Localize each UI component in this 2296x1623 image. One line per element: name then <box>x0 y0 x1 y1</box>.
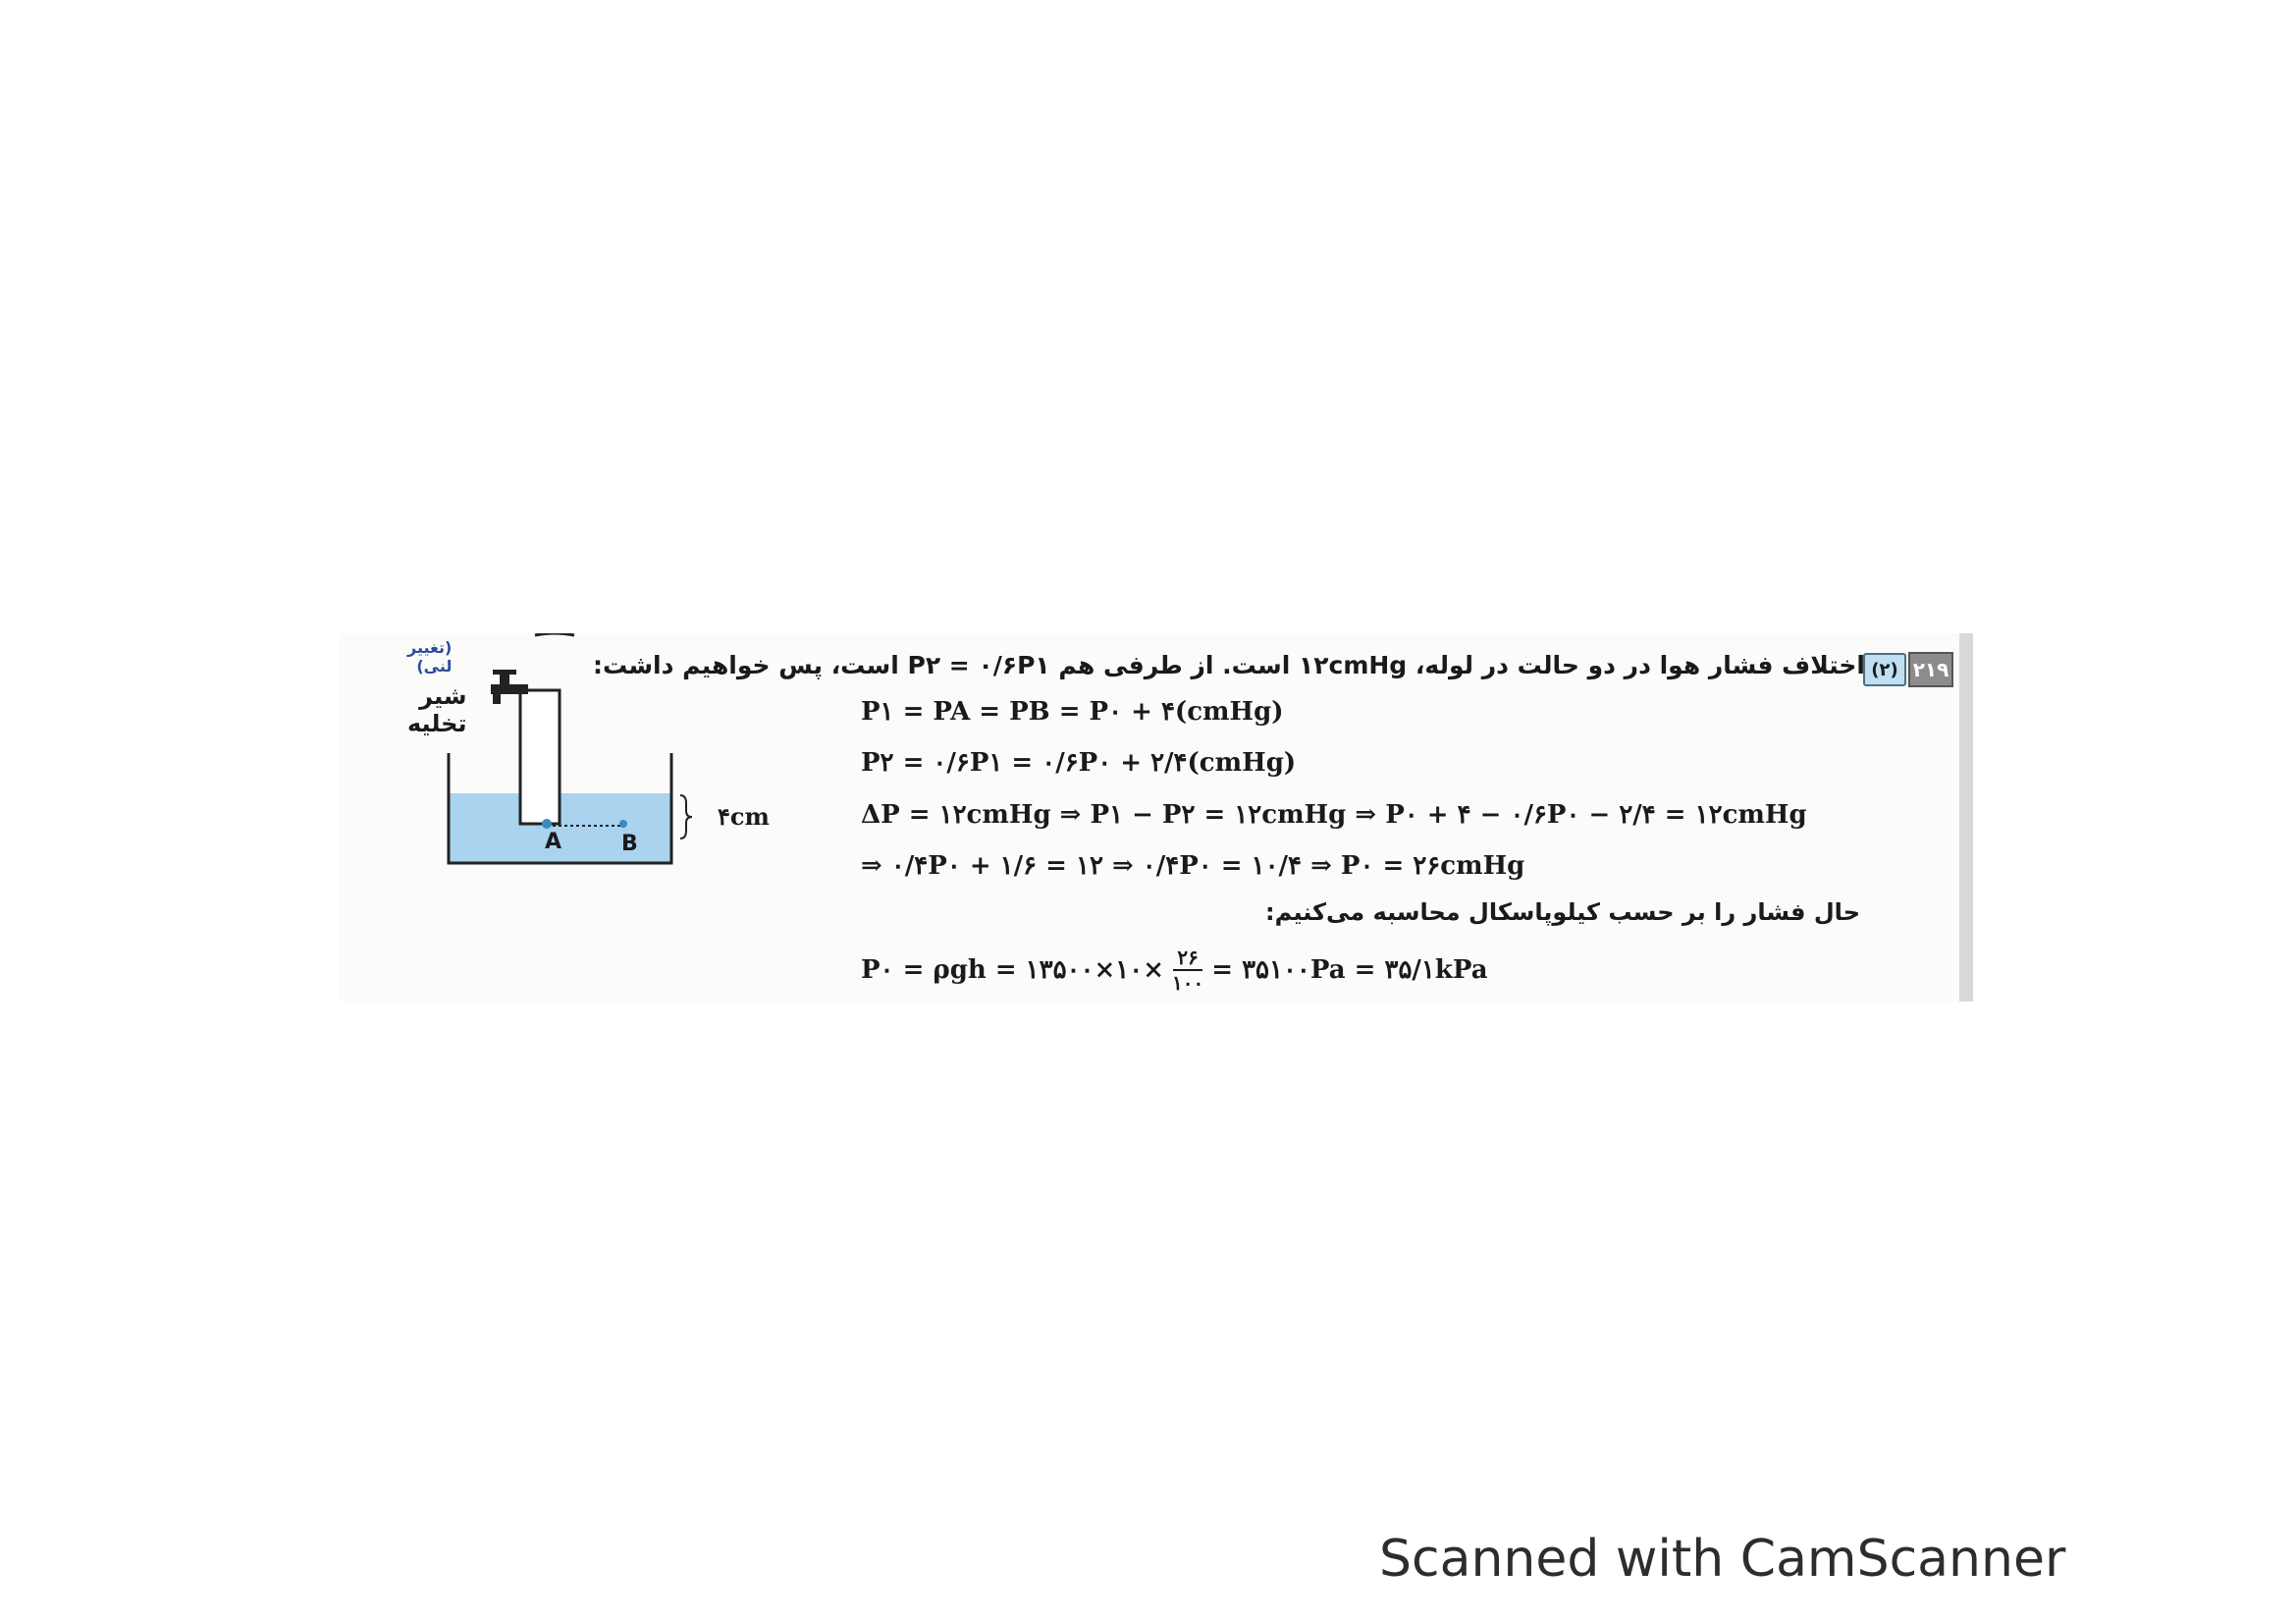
scanned-page-strip: (تغییر لنی) شیر تخلیه ۴cm A B ۲۱ <box>339 633 1973 1001</box>
fraction: ۲۶ ۱۰۰ <box>1168 946 1207 995</box>
page-edge <box>1959 633 1973 1001</box>
faucet-label: شیر تخلیه <box>407 682 467 737</box>
point-b-label: B <box>621 832 638 856</box>
faucet-stem <box>500 673 509 686</box>
height-label: ۴cm <box>718 802 770 831</box>
answer-badge: (۲) <box>1863 653 1906 686</box>
fraction-numerator: ۲۶ <box>1173 946 1202 971</box>
point-a-label: A <box>545 830 562 854</box>
equation-3: ΔP = ۱۲cmHg ⇒ P۱ − P۲ = ۱۲cmHg ⇒ P۰ + ۴ … <box>861 800 1807 830</box>
faucet-handle <box>493 670 516 675</box>
container-walls <box>447 753 673 865</box>
height-brace <box>679 794 693 839</box>
arc-mark <box>534 633 575 637</box>
tube <box>518 688 561 826</box>
scanner-watermark: Scanned with CamScanner <box>1379 1530 2066 1589</box>
problem-intro: اختلاف فشار هوا در دو حالت در لوله، ۱۲cm… <box>593 651 1865 679</box>
faucet-spout <box>493 694 501 704</box>
point-b-dot <box>619 820 627 828</box>
final-right: = ۳۵۱۰۰Pa = ۳۵/۱kPa <box>1211 955 1488 985</box>
point-a-dot <box>542 819 552 829</box>
faucet-body <box>491 684 528 694</box>
final-equation: P۰ = ρgh = ۱۳۵۰۰×۱۰× ۲۶ ۱۰۰ = ۳۵۱۰۰Pa = … <box>861 946 1488 995</box>
fraction-denominator: ۱۰۰ <box>1172 971 1204 995</box>
conversion-text: حال فشار را بر حسب کیلوپاسکال محاسبه می‌… <box>1265 898 1860 926</box>
figure-note: (تغییر لنی) <box>407 638 453 676</box>
problem-number: ۲۱۹ <box>1908 652 1953 687</box>
equation-1: P۱ = PA = PB = P۰ + ۴(cmHg) <box>861 697 1284 727</box>
container-drawing <box>447 633 693 865</box>
final-left: P۰ = ρgh = ۱۳۵۰۰×۱۰× <box>861 955 1164 985</box>
equation-4: ⇒ ۰/۴P۰ + ۱/۶ = ۱۲ ⇒ ۰/۴P۰ = ۱۰/۴ ⇒ P۰ =… <box>861 851 1525 881</box>
equation-2: P۲ = ۰/۶P۱ = ۰/۶P۰ + ۲/۴(cmHg) <box>861 748 1297 778</box>
